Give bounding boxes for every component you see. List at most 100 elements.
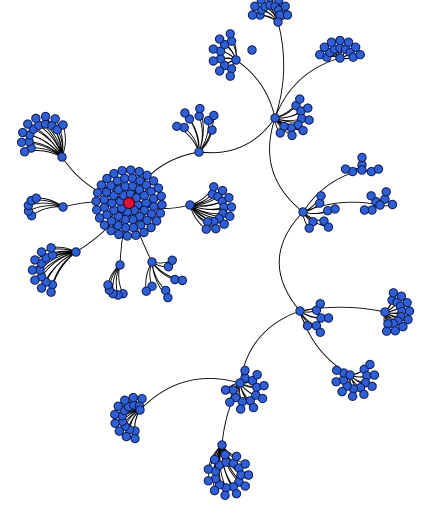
node-153: [120, 395, 130, 405]
node-104: [390, 326, 400, 336]
node-10: [256, 0, 266, 5]
node-291: [128, 222, 139, 233]
node-67: [330, 204, 340, 214]
node-236: [209, 182, 219, 192]
node-177: [231, 451, 242, 462]
node-314: [114, 229, 124, 240]
edge-20: [139, 378, 241, 411]
node-105: [381, 326, 392, 336]
edge-layer: [21, 0, 410, 496]
node-242: [211, 223, 221, 234]
node-209: [36, 283, 47, 293]
node-101: [404, 306, 415, 316]
node-308: [155, 208, 166, 218]
node-40: [355, 49, 365, 60]
node-25: [214, 34, 225, 44]
node-315: [106, 225, 116, 236]
node-58: [172, 121, 182, 131]
node-330: [156, 191, 166, 201]
node-254: [147, 257, 157, 267]
node-194: [50, 114, 60, 124]
node-175: [209, 454, 220, 465]
node-82: [381, 187, 391, 197]
node-120: [331, 377, 341, 387]
node-258: [231, 55, 241, 65]
node-296: [99, 202, 110, 213]
edge-15: [235, 59, 276, 119]
node-259: [357, 165, 367, 175]
node-36: [326, 37, 337, 47]
node-47: [295, 94, 305, 104]
node-260: [375, 200, 385, 210]
node-306: [148, 193, 159, 204]
node-286: [139, 190, 150, 201]
node-210: [30, 275, 40, 285]
node-154: [128, 392, 138, 403]
node-134: [248, 402, 259, 413]
node-224: [167, 255, 177, 265]
node-303: [135, 175, 145, 186]
node-79: [387, 199, 398, 210]
node-313: [122, 231, 132, 241]
node-320: [92, 188, 103, 198]
node-12: [274, 0, 284, 5]
node-227: [141, 286, 151, 296]
node-178: [240, 459, 250, 469]
node-317: [94, 213, 105, 223]
node-324: [117, 166, 127, 176]
node-132: [259, 380, 269, 391]
node-81: [366, 191, 376, 201]
node-192: [31, 113, 41, 124]
node-200: [31, 193, 41, 203]
node-248: [235, 378, 245, 388]
node-304: [141, 180, 152, 190]
node-98: [388, 288, 399, 298]
node-323: [109, 168, 119, 179]
node-319: [91, 196, 101, 206]
node-288: [146, 209, 157, 219]
node-241: [219, 219, 229, 229]
node-298: [101, 187, 112, 197]
node-155: [137, 394, 147, 404]
node-75: [373, 164, 384, 174]
node-174: [203, 464, 214, 474]
edge-14: [274, 57, 341, 119]
node-103: [398, 321, 408, 332]
node-121: [331, 365, 342, 376]
node-195: [58, 120, 68, 130]
node-238: [224, 193, 234, 203]
node-293: [113, 220, 123, 231]
node-86: [302, 321, 313, 331]
node-8: [247, 10, 258, 20]
node-226: [163, 292, 173, 303]
node-9: [250, 1, 260, 11]
node-88: [323, 313, 334, 323]
node-294: [106, 216, 117, 226]
edge-13: [274, 21, 285, 119]
node-213: [36, 247, 47, 257]
node-87: [315, 299, 325, 309]
node-172: [209, 485, 220, 496]
node-68: [323, 222, 334, 232]
node-257: [335, 53, 345, 63]
node-171: [220, 490, 230, 500]
node-133: [257, 393, 268, 404]
node-38: [343, 37, 354, 47]
node-193: [40, 111, 51, 122]
node-251: [58, 202, 68, 212]
node-310: [146, 222, 156, 233]
node-289: [142, 215, 152, 226]
node-245: [270, 113, 280, 123]
node-327: [142, 170, 152, 181]
node-249: [217, 440, 227, 450]
node-115: [369, 370, 380, 380]
node-74: [357, 152, 367, 163]
node-24: [208, 44, 219, 54]
node-211: [27, 265, 38, 275]
node-114: [365, 359, 375, 370]
node-256: [247, 45, 257, 55]
node-60: [195, 103, 205, 114]
node-189: [16, 137, 27, 148]
node-318: [92, 205, 102, 215]
